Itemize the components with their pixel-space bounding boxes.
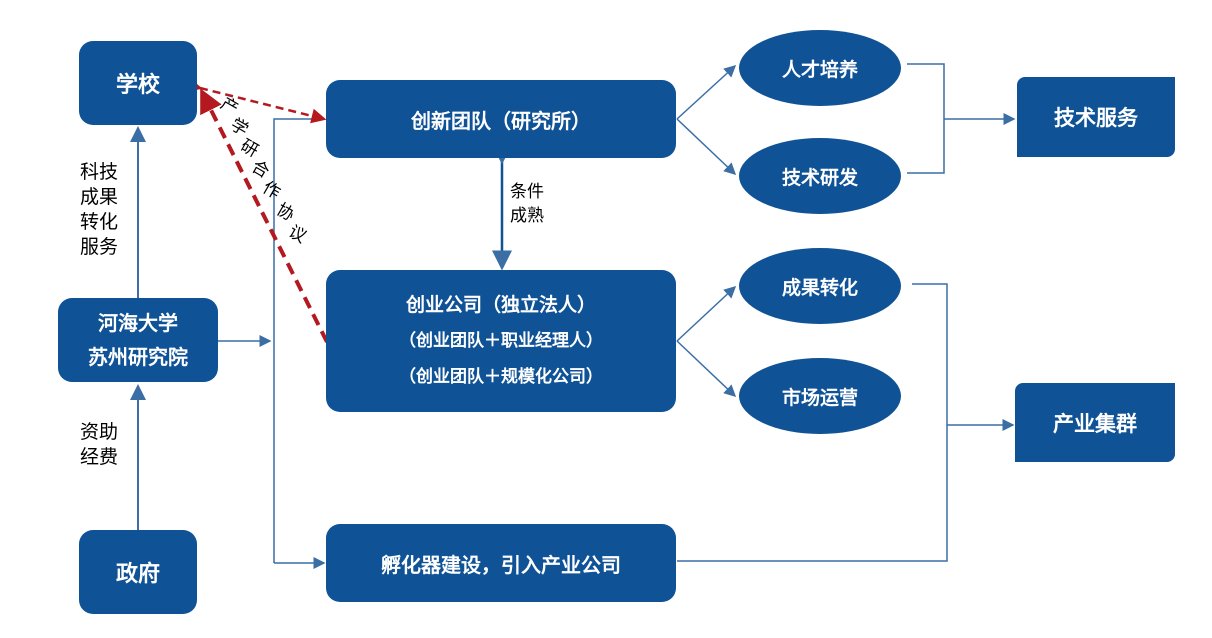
label-line: 资助 [80,421,119,443]
node-industry-cluster: 产业集群 [1015,383,1175,462]
node-innovation-team: 创新团队（研究所） [326,80,676,158]
label-line: 服务 [80,236,119,258]
node-government: 政府 [79,530,197,614]
node-tech-service: 技术服务 [1017,77,1175,157]
node-market-label: 市场运营 [781,386,858,409]
node-market: 市场运营 [739,358,901,434]
node-rnd: 技术研发 [739,138,901,214]
label-line: 科技 [80,161,119,183]
node-startup: 创业公司（独立法人） （创业团队＋职业经理人） （创业团队＋规模化公司） [326,270,676,412]
node-government-label: 政府 [115,562,160,587]
node-rnd-label: 技术研发 [781,166,858,189]
bracket-industry-cluster [677,283,948,562]
arrow-to-talent [676,64,737,120]
node-innovation-team-label: 创新团队（研究所） [411,108,591,133]
node-institute-line2: 苏州研究院 [88,345,188,369]
dashed-startup-to-school [200,88,329,343]
node-talent: 人才培养 [739,30,901,106]
label-line: 条件 [510,182,544,202]
dashed-school-to-innovation [186,77,327,124]
node-institute-line1: 河海大学 [98,311,178,335]
node-incubator-label: 孵化器建设，引入产业公司 [381,552,621,577]
node-talent-label: 人才培养 [781,58,858,81]
node-startup-line1: 创业公司（独立法人） [405,294,596,316]
label-line: 转化 [80,211,119,233]
node-industry-cluster-label: 产业集群 [1053,411,1137,436]
node-school-label: 学校 [115,73,160,98]
label-tech-transfer-service: 科技 成果 转化 服务 [80,160,118,260]
node-transfer-label: 成果转化 [781,276,858,299]
node-incubator: 孵化器建设，引入产业公司 [326,524,676,602]
arrow-to-rnd [676,118,737,176]
label-line: 成果 [80,186,119,208]
node-startup-line2: （创业团队＋职业经理人） [399,331,603,351]
node-transfer: 成果转化 [739,248,901,324]
label-line: 成熟 [510,206,544,226]
node-startup-line3: （创业团队＋规模化公司） [399,367,603,387]
arrow-to-transfer [676,285,737,342]
label-line: 经费 [80,446,119,468]
bracket-tech-service [907,63,945,174]
node-tech-service-label: 技术服务 [1054,106,1138,130]
label-funding: 资助 经费 [80,420,118,470]
node-school: 学校 [79,41,197,125]
arrow-to-market [676,340,737,398]
label-conditions-mature: 条件 成熟 [510,180,544,228]
node-institute: 河海大学 苏州研究院 [58,298,218,382]
